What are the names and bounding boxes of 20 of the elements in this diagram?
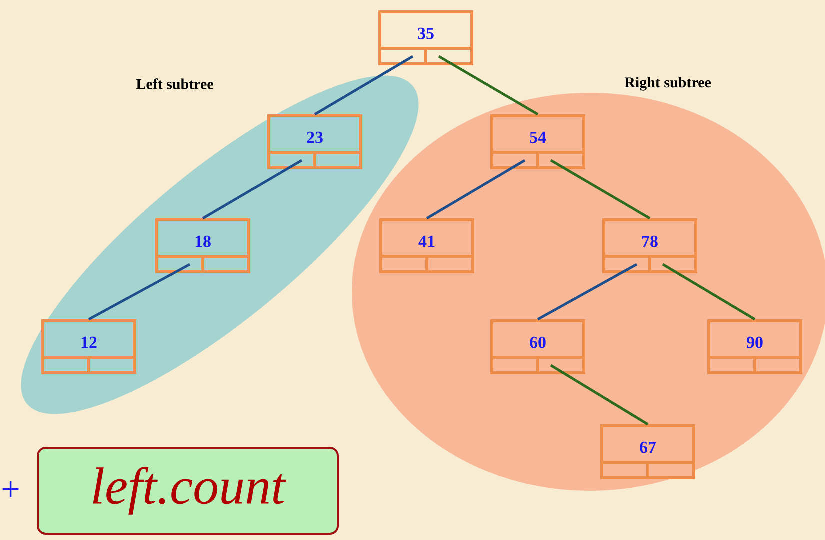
tree-node-box: 35 — [378, 10, 474, 66]
tree-node-box: 41 — [380, 218, 474, 274]
tree-node-box: 54 — [490, 114, 586, 170]
tree-node-box: 78 — [602, 218, 698, 274]
tree-node-box: 67 — [600, 424, 696, 480]
tree-edge — [662, 263, 756, 321]
tree-node-box: 60 — [490, 320, 586, 374]
tree-node-box: 23 — [268, 114, 362, 170]
subtree-heading: Left subtree — [136, 78, 214, 90]
tree-edge — [426, 159, 526, 220]
formula-button: left.count — [37, 446, 339, 535]
tree-node-box: 12 — [42, 320, 136, 374]
tree-edge — [537, 263, 638, 321]
tree-edge — [88, 263, 191, 321]
tree-node-box: 18 — [156, 218, 250, 274]
tree-edge — [202, 159, 303, 220]
tree-node-box: 90 — [708, 320, 802, 374]
subtree-heading: Right subtree — [624, 77, 712, 91]
tree-edge — [550, 159, 651, 220]
tree-edge — [550, 364, 649, 426]
